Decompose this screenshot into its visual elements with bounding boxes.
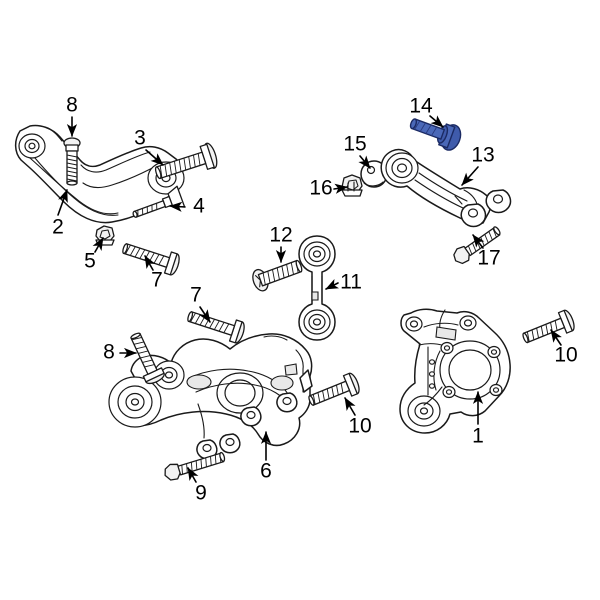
- callout-14-highlighted-bolt[interactable]: 14: [409, 95, 433, 118]
- callout-10-bolt-center[interactable]: 10: [348, 415, 371, 438]
- part-trailing-arm-13[interactable]: [380, 148, 512, 228]
- callout-10-bolt-right[interactable]: 10: [554, 344, 577, 367]
- callout-7-bolt-lower[interactable]: 7: [190, 284, 202, 307]
- part-nut-16[interactable]: [341, 174, 363, 197]
- part-bolt-10-right[interactable]: [520, 309, 577, 349]
- callout-8-bolt-top[interactable]: 8: [66, 94, 78, 117]
- part-nut-5[interactable]: [95, 225, 115, 246]
- callout-1-rear-knuckle[interactable]: 1: [472, 425, 484, 448]
- callout-11-toe-link[interactable]: 11: [340, 271, 362, 294]
- callout-8-bolt-left[interactable]: 8: [103, 341, 115, 364]
- callout-6-lower-control-arm[interactable]: 6: [260, 460, 272, 483]
- part-bolt-8-top[interactable]: [63, 137, 81, 186]
- part-upper-control-arm[interactable]: [14, 124, 185, 224]
- callout-7-bolt-upper[interactable]: 7: [151, 269, 163, 292]
- callout-9-bolt[interactable]: 9: [195, 482, 207, 505]
- callout-16-nut[interactable]: 16: [309, 177, 332, 200]
- callout-15-washer[interactable]: 15: [343, 133, 366, 156]
- part-bolt-3[interactable]: [152, 142, 219, 186]
- leader-lines: [57, 115, 562, 483]
- callout-3-bolt[interactable]: 3: [134, 127, 146, 150]
- part-screw-12[interactable]: [250, 255, 305, 293]
- part-bolt-10-center[interactable]: [306, 372, 362, 412]
- callout-13-trailing-arm[interactable]: 13: [471, 144, 494, 167]
- part-bolt-7-lower[interactable]: [185, 306, 246, 345]
- part-bolt-9[interactable]: [162, 449, 226, 482]
- callout-12-screw[interactable]: 12: [269, 224, 292, 247]
- part-toe-link-11[interactable]: [298, 235, 336, 341]
- part-bolt-8-left[interactable]: [126, 330, 166, 386]
- callout-17-bolt[interactable]: 17: [477, 247, 500, 270]
- callout-4-stud-bolt[interactable]: 4: [193, 195, 205, 218]
- callout-2-upper-control-arm[interactable]: 2: [52, 216, 64, 239]
- part-rear-knuckle-1[interactable]: [399, 308, 511, 434]
- callout-5-nut[interactable]: 5: [84, 250, 96, 273]
